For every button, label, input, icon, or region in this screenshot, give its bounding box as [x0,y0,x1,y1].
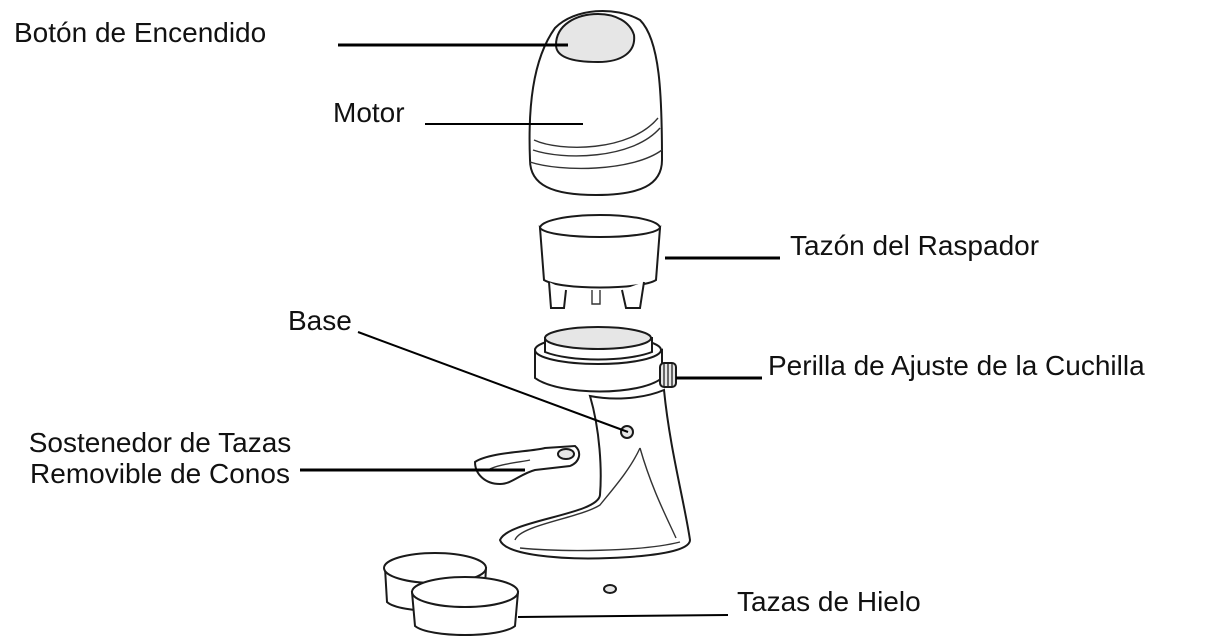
leader-ice-cups [517,614,729,618]
label-cone-holder: Sostenedor de Tazas Removible de Conos [4,427,316,490]
cone-cup-holder [473,444,581,486]
label-cone-holder-line2: Removible de Conos [30,457,290,489]
label-shaver-bowl: Tazón del Raspador [790,230,1040,261]
ice-cup-front [410,576,520,636]
base-foot-screw [603,584,617,594]
blade-adjustment-knob [659,362,677,388]
leader-base [357,331,629,433]
label-power-button: Botón de Encendido [14,17,267,48]
label-cone-holder-line1: Sostenedor de Tazas [28,427,292,458]
power-button [554,12,636,64]
label-base: Base [288,305,352,336]
label-motor: Motor [333,97,405,128]
label-ice-cups: Tazas de Hielo [737,586,921,617]
label-blade-knob: Perilla de Ajuste de la Cuchilla [768,350,1145,381]
base-unit [498,326,692,560]
shaver-bowl [538,214,662,309]
motor-housing [528,10,664,197]
